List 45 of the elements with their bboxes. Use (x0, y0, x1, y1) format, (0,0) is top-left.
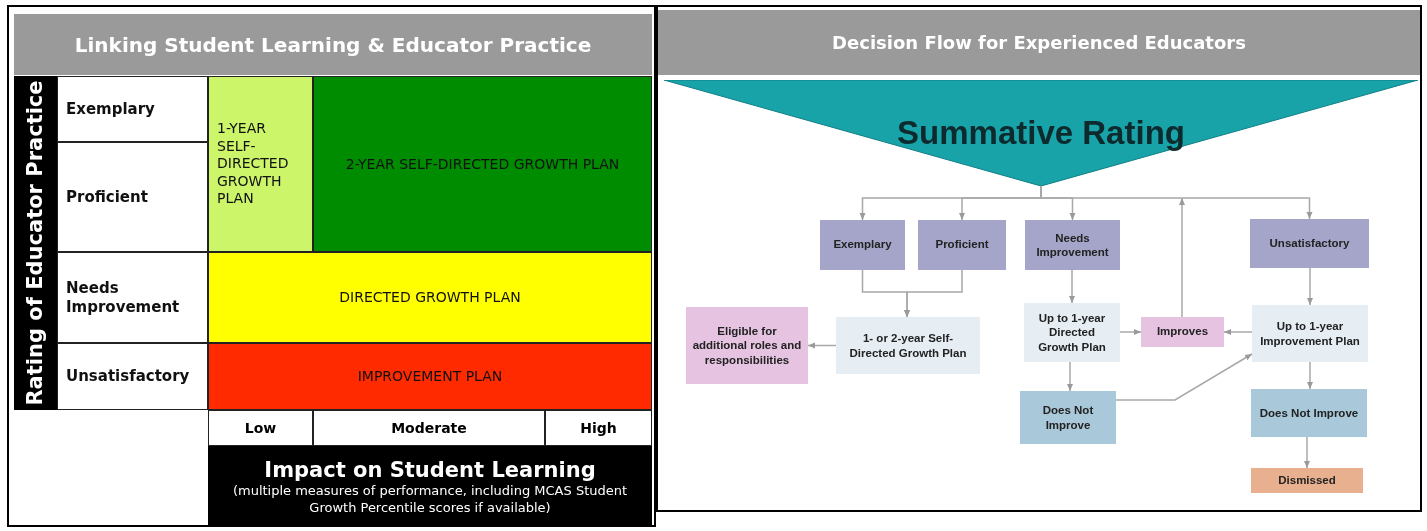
arrow (1067, 361, 1073, 392)
arrow (1307, 361, 1313, 390)
result-box: Does Not Improve (1251, 389, 1367, 437)
plan-box: 1- or 2-year Self-Directed Growth Plan (836, 317, 980, 374)
arrow (1119, 329, 1142, 335)
plan-cell: 2-YEAR SELF-DIRECTED GROWTH PLAN (313, 76, 652, 252)
plan-cell: 1-YEAR SELF-DIRECTED GROWTH PLAN (208, 76, 313, 252)
result-box: Does Not Improve (1020, 391, 1116, 444)
arrow (1040, 185, 1313, 220)
plan-cell: IMPROVEMENT PLAN (208, 343, 652, 410)
rating-box: Unsatisfactory (1250, 219, 1369, 268)
axis-subtitle: (multiple measures of performance, including MCAS Student Growth Percentile scores if available) (231, 483, 629, 516)
arrow (1307, 267, 1313, 306)
outcome-box: Dismissed (1251, 468, 1363, 493)
rating-box: Proficient (918, 220, 1006, 270)
row-label: Unsatisfactory (57, 343, 208, 410)
column-label: Moderate (313, 410, 545, 446)
axis-bar (14, 76, 57, 410)
plan-box: Up to 1-year Improvement Plan (1252, 305, 1368, 362)
panel-heading: Decision Flow for Experienced Educators (658, 10, 1420, 75)
outcome-box: Eligible for additional roles and responsibilities (686, 307, 808, 384)
matrix-panel (7, 5, 656, 527)
arrow (807, 342, 837, 349)
arrow (904, 269, 963, 318)
rating-box: Exemplary (820, 220, 905, 270)
row-label: Proficient (57, 142, 208, 252)
row-label: Needs Improvement (57, 252, 208, 343)
axis-banner (208, 446, 652, 527)
plan-box: Up to 1-year Directed Growth Plan (1024, 303, 1120, 362)
arrow (1069, 269, 1075, 304)
rating-box: Needs Improvement (1025, 220, 1120, 270)
outcome-box: Improves (1141, 317, 1224, 347)
flow-panel (656, 5, 1422, 512)
arrow (1223, 329, 1253, 335)
arrow (1304, 436, 1310, 469)
row-label: Exemplary (57, 76, 208, 142)
triangle-title: Summative Rating (896, 113, 1186, 153)
column-label: Low (208, 410, 313, 446)
plan-cell: DIRECTED GROWTH PLAN (208, 252, 652, 343)
panel-heading: Linking Student Learning & Educator Practice (14, 14, 652, 75)
arrow (1115, 353, 1253, 401)
axis-title: Impact on Student Learning (264, 457, 596, 484)
column-label: High (545, 410, 652, 446)
axis-title: Rating of Educator Practice (22, 80, 47, 406)
arrow (1179, 197, 1185, 318)
